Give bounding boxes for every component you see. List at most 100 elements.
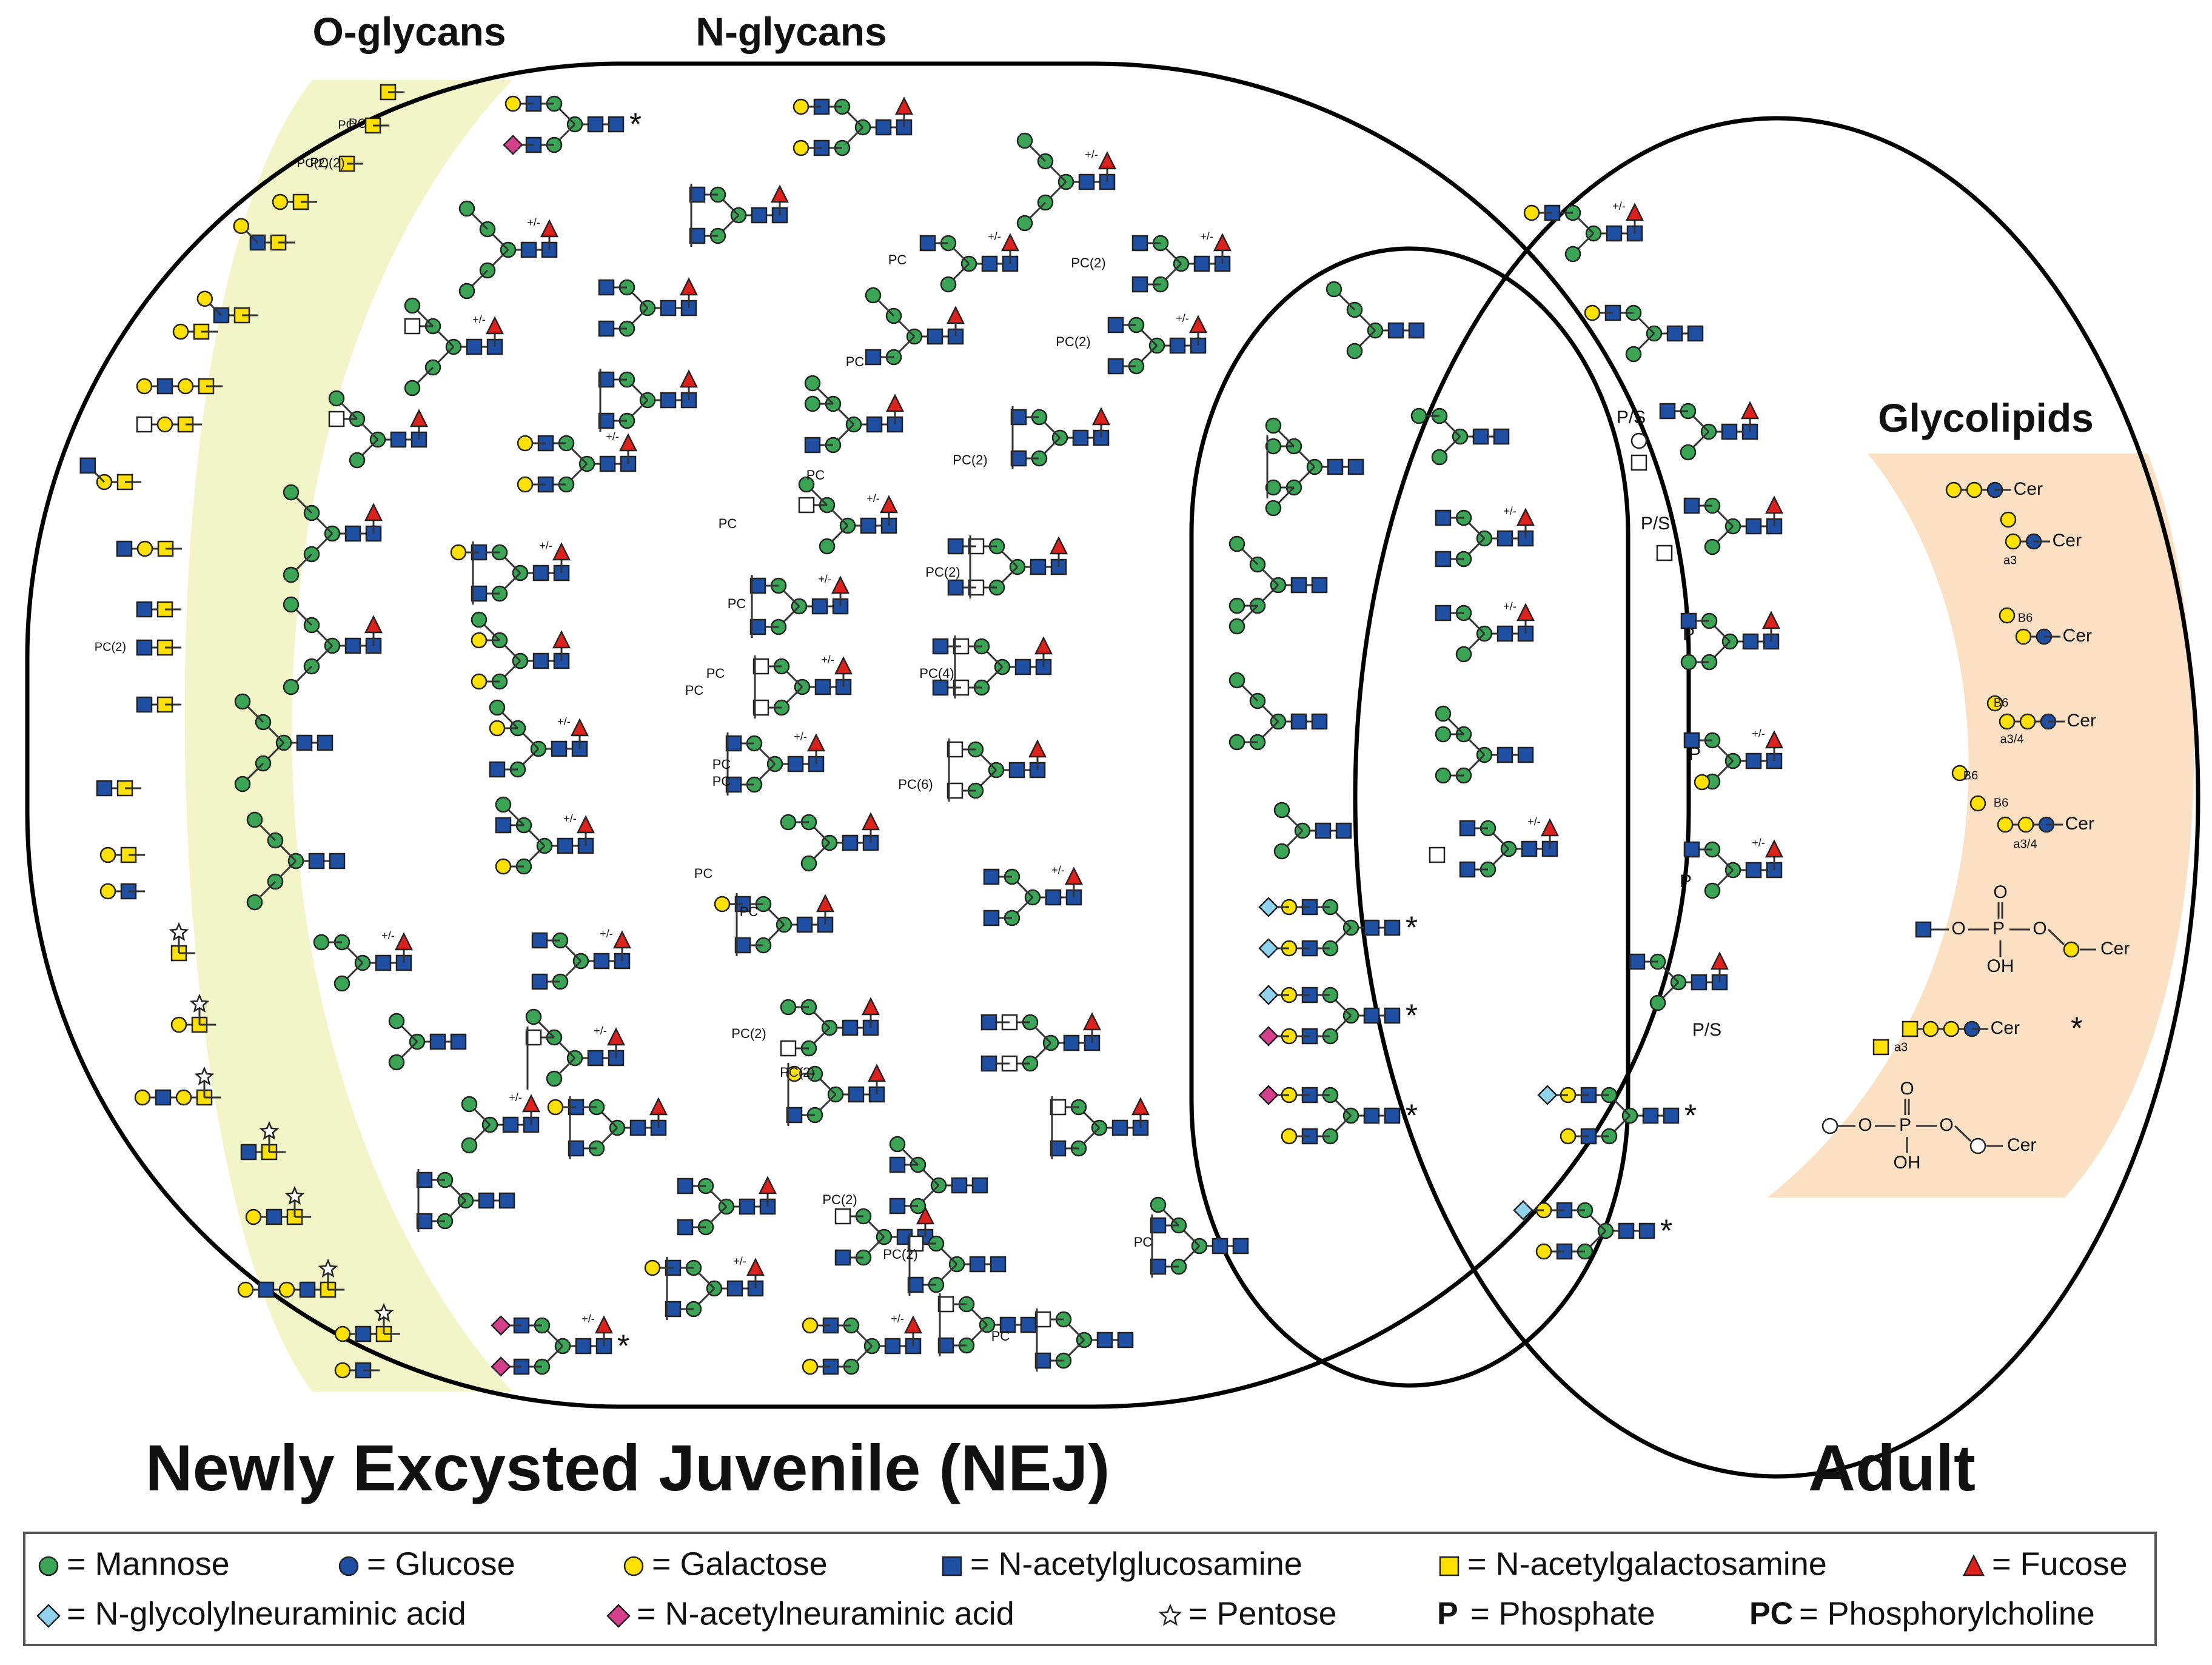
n-glycan-structure: +/- bbox=[802, 1313, 923, 1375]
open-square-symbol bbox=[968, 538, 985, 555]
glcnac-symbol bbox=[1435, 605, 1452, 621]
n-glycan-structure: +/- bbox=[1107, 312, 1208, 375]
open-square-symbol bbox=[947, 782, 964, 799]
galactose-symbol bbox=[99, 846, 116, 863]
n-glycan-structure: +/- bbox=[1435, 505, 1535, 568]
glcnac-symbol bbox=[317, 734, 333, 751]
adult-boundary bbox=[1353, 116, 2200, 1479]
mannose-symbol bbox=[38, 1556, 59, 1576]
mannose-symbol bbox=[798, 476, 815, 493]
glcnac-symbol bbox=[1384, 919, 1401, 936]
glcnac-symbol bbox=[865, 349, 882, 366]
linkage-label: a3 bbox=[2003, 554, 2017, 567]
neugc-symbol bbox=[36, 1604, 61, 1628]
glcnac-symbol bbox=[520, 241, 537, 258]
n-glycan-structure bbox=[689, 184, 789, 247]
glcnac-symbol bbox=[1169, 337, 1186, 354]
glcnac-symbol bbox=[951, 1177, 968, 1194]
glucose-symbol bbox=[338, 1556, 359, 1576]
fucose-symbol bbox=[364, 615, 383, 634]
linear-chain bbox=[380, 84, 405, 101]
glcnac-symbol bbox=[1150, 1217, 1167, 1234]
glcnac-symbol bbox=[375, 954, 392, 971]
glcnac-symbol bbox=[749, 618, 766, 635]
mannose-symbol bbox=[313, 934, 330, 951]
glcnac-symbol bbox=[308, 853, 325, 869]
n-glycan-structure: +/- bbox=[983, 864, 1084, 926]
fucose-symbol bbox=[946, 306, 965, 324]
mannose-symbol bbox=[780, 999, 797, 1016]
fucose-symbol bbox=[903, 1315, 923, 1334]
fucose-symbol bbox=[576, 815, 595, 834]
n-glycan-structure: +/- bbox=[489, 699, 589, 778]
phosphorus-label: P bbox=[1992, 919, 2005, 939]
n-glycan-structure: * bbox=[1258, 1085, 1418, 1145]
mannose-symbol bbox=[461, 1096, 478, 1113]
structure-label: +/- bbox=[1752, 837, 1765, 849]
glcnac-symbol bbox=[1629, 953, 1646, 970]
neugc-symbol bbox=[1258, 897, 1279, 917]
glcnac-symbol bbox=[587, 116, 604, 133]
glcnac-symbol bbox=[1014, 658, 1031, 675]
galactose-symbol bbox=[471, 673, 488, 690]
open-square-symbol bbox=[752, 699, 769, 716]
fucose-symbol bbox=[1028, 739, 1047, 758]
n-glycan-structure bbox=[547, 1096, 668, 1159]
n-glycan-structure: +/- bbox=[313, 930, 414, 992]
mannose-symbol bbox=[458, 200, 475, 217]
glcnac-symbol bbox=[1212, 1238, 1228, 1255]
mannose-symbol bbox=[1435, 767, 1452, 784]
glcnac-symbol bbox=[1063, 1034, 1080, 1051]
n-glycan-structure bbox=[1659, 401, 1760, 461]
mannose-symbol bbox=[1265, 500, 1282, 517]
mannose-symbol bbox=[283, 566, 300, 583]
galactose-symbol bbox=[196, 290, 213, 307]
glcnac-symbol bbox=[1010, 450, 1027, 467]
galactose-symbol bbox=[644, 1259, 661, 1276]
legend-label-neuac: = N-acetylneuraminic acid bbox=[637, 1595, 1014, 1632]
phospho-label: P/S bbox=[1692, 1020, 1721, 1040]
mannose-symbol bbox=[1346, 343, 1363, 360]
glcnac-symbol bbox=[1745, 518, 1762, 535]
ceramide-label: Cer bbox=[2014, 479, 2043, 499]
n-glycan-structure bbox=[889, 1136, 988, 1214]
galactose-symbol bbox=[2000, 511, 2017, 528]
n-glycan-structure bbox=[283, 596, 383, 695]
galactose-symbol bbox=[1999, 607, 2016, 624]
glcnac-symbol bbox=[660, 300, 677, 317]
n-glycan-structure bbox=[1010, 406, 1111, 469]
linear-chain bbox=[172, 323, 218, 340]
fucose-symbol bbox=[806, 733, 826, 752]
mannose-symbol bbox=[1455, 646, 1472, 663]
ceramide-label: Cer bbox=[2065, 814, 2094, 834]
glcnac-symbol bbox=[502, 1116, 519, 1133]
linear-chain bbox=[272, 193, 318, 210]
glcnac-symbol bbox=[739, 1198, 756, 1215]
glcnac-symbol bbox=[551, 740, 568, 757]
core-asterisk: * bbox=[1406, 911, 1418, 946]
linear-chain bbox=[170, 993, 216, 1033]
n-glycan-structure bbox=[980, 1012, 1102, 1072]
glcnac-symbol bbox=[1742, 633, 1759, 650]
structure-label: +/- bbox=[1503, 600, 1517, 612]
legend-label-galactose: = Galactose bbox=[652, 1546, 828, 1582]
linear-chain bbox=[79, 457, 142, 491]
n-glycan-structure bbox=[1410, 407, 1510, 466]
glcnac-symbol bbox=[471, 585, 488, 602]
n-glycan-structure bbox=[865, 287, 965, 366]
glcnac-symbol bbox=[1493, 428, 1510, 445]
n-glycan-structure: +/- bbox=[525, 1008, 626, 1090]
mannose-symbol bbox=[234, 693, 251, 710]
pc-label: PC bbox=[712, 757, 731, 772]
glcnac-symbol bbox=[79, 457, 96, 474]
glcnac-symbol bbox=[240, 1144, 257, 1161]
legend-items: = Mannose= Glucose= Galactose= N-acetylg… bbox=[36, 1546, 2128, 1632]
glcnac-symbol bbox=[660, 392, 677, 409]
n-glycan-structure: * bbox=[1258, 985, 1418, 1047]
mannose-symbol bbox=[283, 596, 300, 613]
mannose-symbol bbox=[1435, 705, 1452, 722]
n-glycan-structure: +/- bbox=[1683, 837, 1784, 899]
oxygen-label: O bbox=[1939, 1115, 1953, 1135]
glcnac-symbol bbox=[531, 973, 548, 990]
galactose-symbol bbox=[1584, 304, 1601, 321]
